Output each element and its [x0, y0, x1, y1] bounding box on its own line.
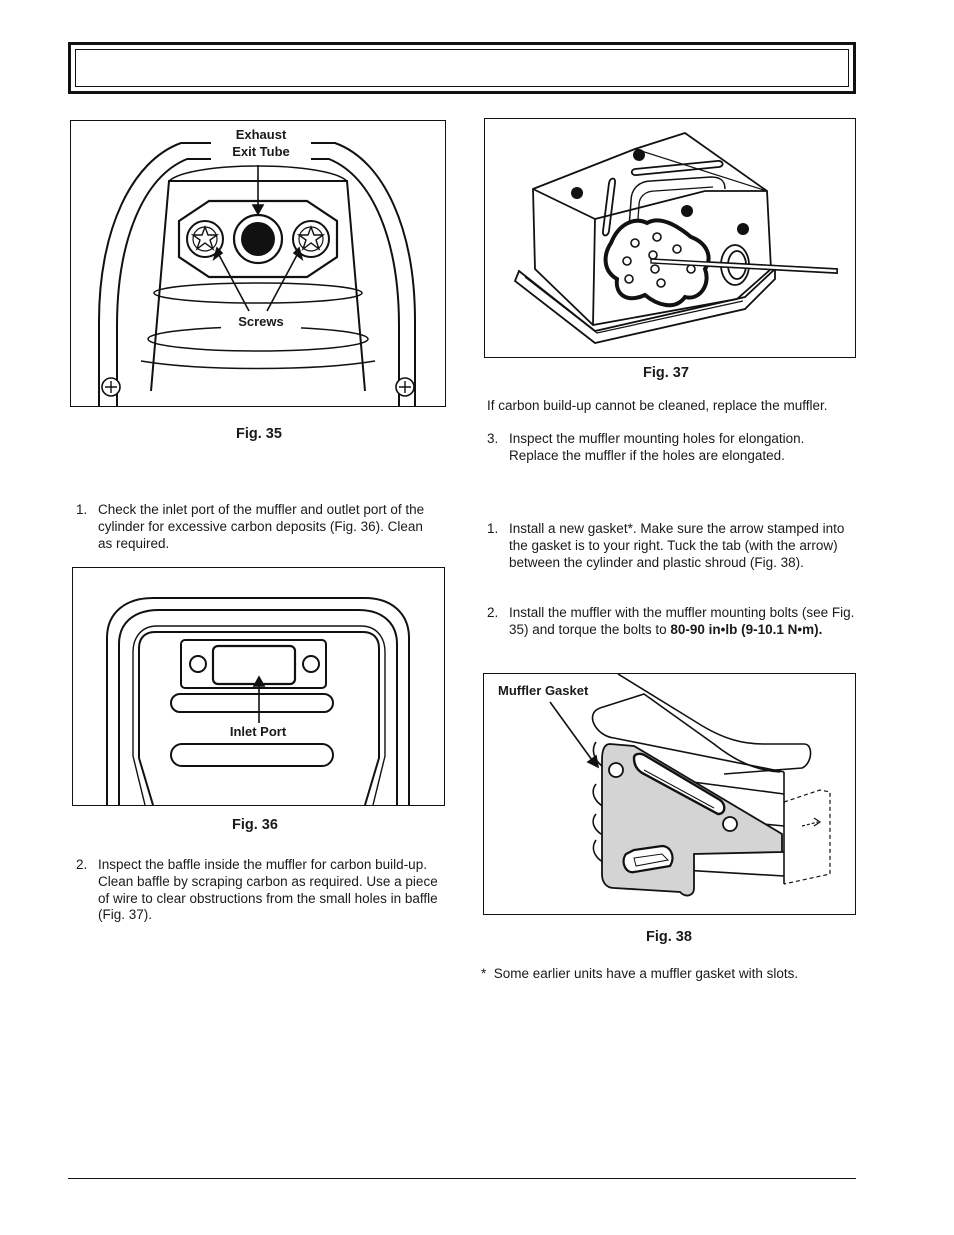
footer-rule	[68, 1178, 856, 1179]
fig35-label-screws: Screws	[221, 313, 301, 330]
page-header-box	[68, 42, 856, 94]
left-step-1-num: 1.	[76, 502, 88, 517]
right-install-step-1-num: 1.	[487, 521, 499, 536]
figure-37	[484, 118, 856, 358]
right-step-3-text: Inspect the muffler mounting holes for e…	[509, 431, 805, 463]
right-step-3-num: 3.	[487, 431, 499, 446]
fig35-label-exhaust: Exhaust Exit Tube	[211, 126, 311, 160]
right-carbon-note: If carbon build-up cannot be cleaned, re…	[487, 398, 828, 413]
fig38-label-gasket: Muffler Gasket	[498, 683, 589, 698]
left-step-2-num: 2.	[76, 857, 88, 872]
page-header-inner	[75, 49, 849, 87]
right-install-step-2-text: Install the muffler with the muffler mou…	[509, 605, 855, 637]
fig36-label-inlet: Inlet Port	[213, 723, 303, 740]
fig36-caption: Fig. 36	[232, 817, 278, 833]
left-step-1-text: Check the inlet port of the muffler and …	[98, 502, 425, 551]
right-install-step-2-body: Install the muffler with the muffler mou…	[509, 605, 855, 639]
fig35-label-exhaust-line2: Exit Tube	[232, 144, 290, 159]
fig35-label-exhaust-line1: Exhaust	[235, 127, 287, 142]
torque-spec: 80-90 in•lb (9-10.1 N•m).	[670, 621, 823, 637]
right-install-step-2-num: 2.	[487, 605, 499, 620]
right-install-step-1-text: Install a new gasket*. Make sure the arr…	[509, 521, 845, 570]
figure-36-drawing	[106, 597, 410, 805]
figure-36: Inlet Port	[72, 567, 445, 806]
figure-37-drawing	[513, 132, 838, 344]
left-step-2-text: Inspect the baffle inside the muffler fo…	[98, 857, 438, 923]
fig35-caption: Fig. 35	[236, 426, 282, 442]
figure-38: Muffler Gasket	[483, 673, 856, 915]
fig37-caption: Fig. 37	[643, 365, 689, 381]
footnote: * Some earlier units have a muffler gask…	[481, 966, 799, 981]
figure-35-drawing	[98, 142, 416, 406]
figure-38-drawing	[549, 674, 831, 897]
fig38-caption: Fig. 38	[646, 929, 692, 945]
figure-35: Exhaust Exit Tube Screws	[70, 120, 446, 407]
